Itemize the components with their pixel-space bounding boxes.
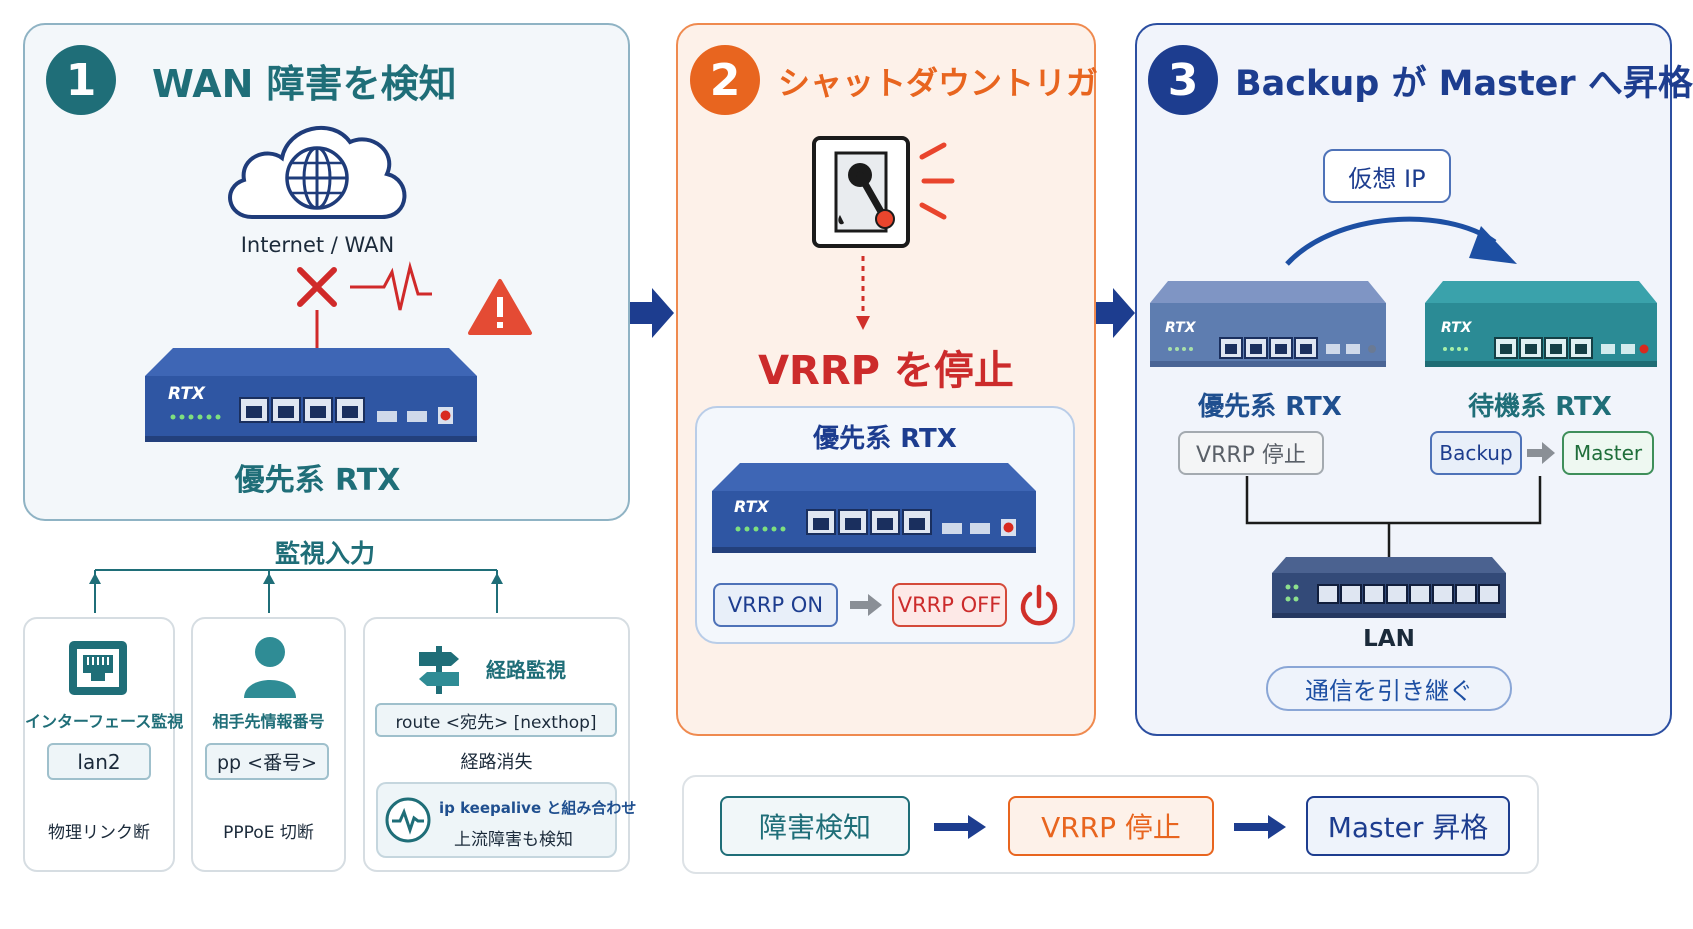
right-router-label: 待機系 RTX: [1468, 392, 1612, 422]
user-icon: [244, 637, 296, 698]
step-1-title: WAN 障害を検知: [152, 62, 457, 106]
arrow-right-icon: [1527, 442, 1555, 464]
curved-arrow-icon: [1285, 216, 1517, 266]
vrrp-off-state: VRRP OFF: [892, 583, 1007, 627]
step-3-badge: 3: [1148, 45, 1218, 115]
monitor-card-title: 相手先情報番号: [212, 712, 325, 731]
ethernet-port-icon: [69, 641, 127, 695]
router-icon: [145, 348, 477, 442]
router-icon: [1150, 281, 1386, 367]
left-vrrp-stopped: VRRP 停止: [1178, 431, 1324, 475]
arrow-right-icon: [1091, 288, 1135, 338]
handover-label: 通信を引き継ぐ: [1266, 666, 1512, 711]
monitor-title: 監視入力: [274, 539, 375, 568]
monitor-card-value: lan2: [47, 743, 151, 780]
router-brand: RTX: [1165, 320, 1196, 336]
power-icon: [1020, 584, 1058, 626]
lan-label: LAN: [1363, 626, 1415, 652]
flow-step-promote: Master 昇格: [1306, 796, 1510, 856]
heartbeat-icon: [385, 797, 431, 843]
monitor-card-title: 経路監視: [486, 658, 566, 682]
monitor-card-title: インターフェース監視: [25, 712, 184, 731]
left-router-label: 優先系 RTX: [1198, 392, 1342, 422]
arrow-right-icon: [1234, 815, 1286, 839]
arrow-right-icon: [850, 594, 882, 616]
keepalive-line2: 上流障害も検知: [454, 830, 573, 850]
router-brand: RTX: [1441, 320, 1472, 336]
signpost-icon: [419, 646, 459, 694]
router-icon: [1425, 281, 1657, 367]
router-brand: RTX: [168, 384, 206, 404]
vrrp-on-state: VRRP ON: [713, 583, 838, 627]
monitor-card-note: 経路消失: [460, 752, 533, 773]
keepalive-line1: ip keepalive と組み合わせ: [439, 799, 637, 817]
lan-switch-icon: [1272, 557, 1506, 618]
router-icon: [712, 463, 1036, 553]
arrow-right-icon: [934, 815, 986, 839]
master-state: Master: [1562, 431, 1654, 475]
cloud-label: Internet / WAN: [240, 233, 395, 257]
router-brand: RTX: [734, 497, 769, 516]
step-2-badge: 2: [690, 45, 760, 115]
dotted-arrow-down: [856, 256, 870, 330]
shutdown-lever-icon: [812, 136, 955, 248]
warning-icon: [468, 279, 532, 335]
cloud-globe-icon: [228, 125, 407, 219]
router-label: 優先系 RTX: [813, 424, 957, 454]
monitor-card-value: route <宛先> [nexthop]: [375, 703, 617, 737]
flow-step-detect: 障害検知: [720, 796, 910, 856]
router-label: 優先系 RTX: [234, 463, 401, 498]
step-1-badge: 1: [46, 45, 116, 115]
action-title: VRRP を停止: [758, 348, 1014, 394]
step-3-title: Backup が Master へ昇格: [1235, 64, 1693, 104]
monitor-card-note: PPPoE 切断: [223, 823, 314, 843]
backup-state: Backup: [1430, 431, 1522, 475]
monitor-card-note: 物理リンク断: [48, 823, 150, 843]
arrow-right-icon: [630, 288, 674, 338]
flow-step-stop: VRRP 停止: [1008, 796, 1214, 856]
monitor-card-value: pp <番号>: [205, 743, 329, 780]
virtual-ip-label: 仮想 IP: [1323, 149, 1451, 203]
step-2-title: シャットダウントリガ: [778, 64, 1099, 102]
